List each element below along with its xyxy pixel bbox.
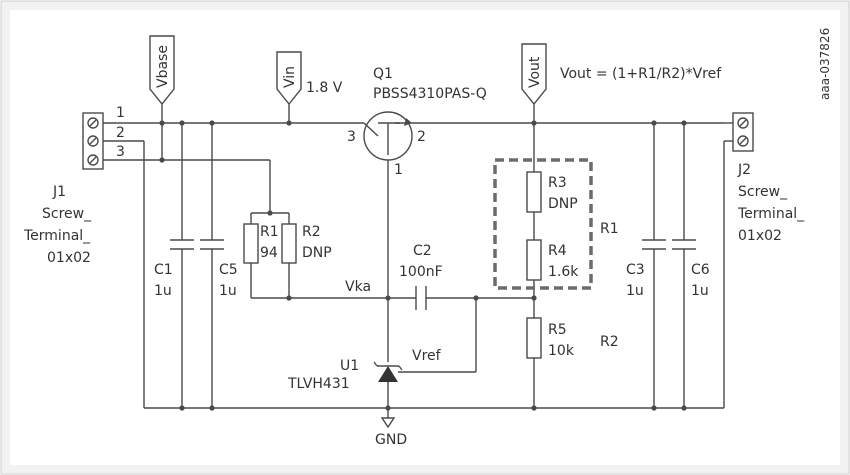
port-vbase: Vbase xyxy=(149,35,175,106)
capacitor-c3 xyxy=(642,239,666,250)
r2-value: DNP xyxy=(302,245,332,261)
port-vout: Vout xyxy=(521,43,547,106)
j1-pin-1: 1 xyxy=(116,105,125,121)
j1-line1: Screw_ xyxy=(42,206,92,222)
resistor-r4 xyxy=(526,239,542,281)
j2-line2: Terminal_ xyxy=(737,206,805,222)
net-vref: Vref xyxy=(412,348,442,364)
r4-value: 1.6k xyxy=(548,264,579,280)
j1-pin-2: 2 xyxy=(116,125,125,141)
c6-ref: C6 xyxy=(691,262,710,278)
screw-terminal-icon xyxy=(737,117,749,147)
r5-value: 10k xyxy=(548,343,575,359)
svg-text:Vout: Vout xyxy=(527,56,543,88)
c1-value: 1u xyxy=(154,283,172,299)
j1-pin-3: 3 xyxy=(116,144,125,160)
r4-ref: R4 xyxy=(548,243,567,259)
resistor-r3 xyxy=(526,171,542,213)
r5-ref: R5 xyxy=(548,322,567,338)
resistor-r2 xyxy=(281,223,297,264)
r1-group-box xyxy=(493,158,593,290)
j1-line3: 01x02 xyxy=(47,250,91,266)
junctions xyxy=(159,120,687,411)
shunt-reference-u1 xyxy=(373,361,403,382)
c3-value: 1u xyxy=(626,283,644,299)
u1-part: TLVH431 xyxy=(287,376,350,392)
r2-ref: R2 xyxy=(302,224,321,240)
capacitor-c1 xyxy=(170,239,194,250)
j2-line3: 01x02 xyxy=(738,228,782,244)
c2-ref: C2 xyxy=(413,243,432,259)
resistor-r1 xyxy=(243,223,259,264)
vin-value: 1.8 V xyxy=(306,80,343,96)
capacitor-c5 xyxy=(200,239,224,250)
r3-ref: R3 xyxy=(548,175,567,191)
r1-group-label: R1 xyxy=(600,221,619,237)
q1-pin-3: 3 xyxy=(347,129,356,145)
connector-j2 xyxy=(724,112,754,152)
resistor-r5 xyxy=(526,317,542,359)
svg-text:Vbase: Vbase xyxy=(155,45,171,88)
q1-pin-2: 2 xyxy=(417,129,426,145)
net-gnd: GND xyxy=(375,432,407,448)
capacitor-c6 xyxy=(672,239,696,250)
u1-ref: U1 xyxy=(340,358,359,374)
capacitor-c2 xyxy=(415,286,427,310)
r2-group-label: R2 xyxy=(600,334,619,350)
q1-ref: Q1 xyxy=(373,66,393,82)
c5-ref: C5 xyxy=(219,262,238,278)
c2-value: 100nF xyxy=(399,264,443,280)
ground-icon xyxy=(380,417,396,429)
document-id: aaa-037826 xyxy=(818,28,832,100)
j2-ref: J2 xyxy=(737,162,751,178)
j1-ref: J1 xyxy=(52,184,66,200)
drawing-area xyxy=(10,10,840,465)
c3-ref: C3 xyxy=(626,262,645,278)
r1-ref: R1 xyxy=(260,224,279,240)
vout-formula: Vout = (1+R1/R2)*Vref xyxy=(560,66,722,82)
j1-line2: Terminal_ xyxy=(23,228,91,244)
q1-part: PBSS4310PAS-Q xyxy=(373,86,487,102)
c1-ref: C1 xyxy=(154,262,173,278)
transistor-q1 xyxy=(363,111,413,161)
connector-j1 xyxy=(82,112,104,170)
port-vin: Vin xyxy=(276,51,302,106)
j2-line1: Screw_ xyxy=(738,184,788,200)
c5-value: 1u xyxy=(219,283,237,299)
svg-text:Vin: Vin xyxy=(282,66,298,88)
c6-value: 1u xyxy=(691,283,709,299)
screw-terminal-icon xyxy=(87,117,99,166)
wires xyxy=(103,104,725,418)
r1-value: 94 xyxy=(260,245,278,261)
q1-pin-1: 1 xyxy=(394,162,403,178)
net-vka: Vka xyxy=(345,279,371,295)
r3-value: DNP xyxy=(548,196,578,212)
